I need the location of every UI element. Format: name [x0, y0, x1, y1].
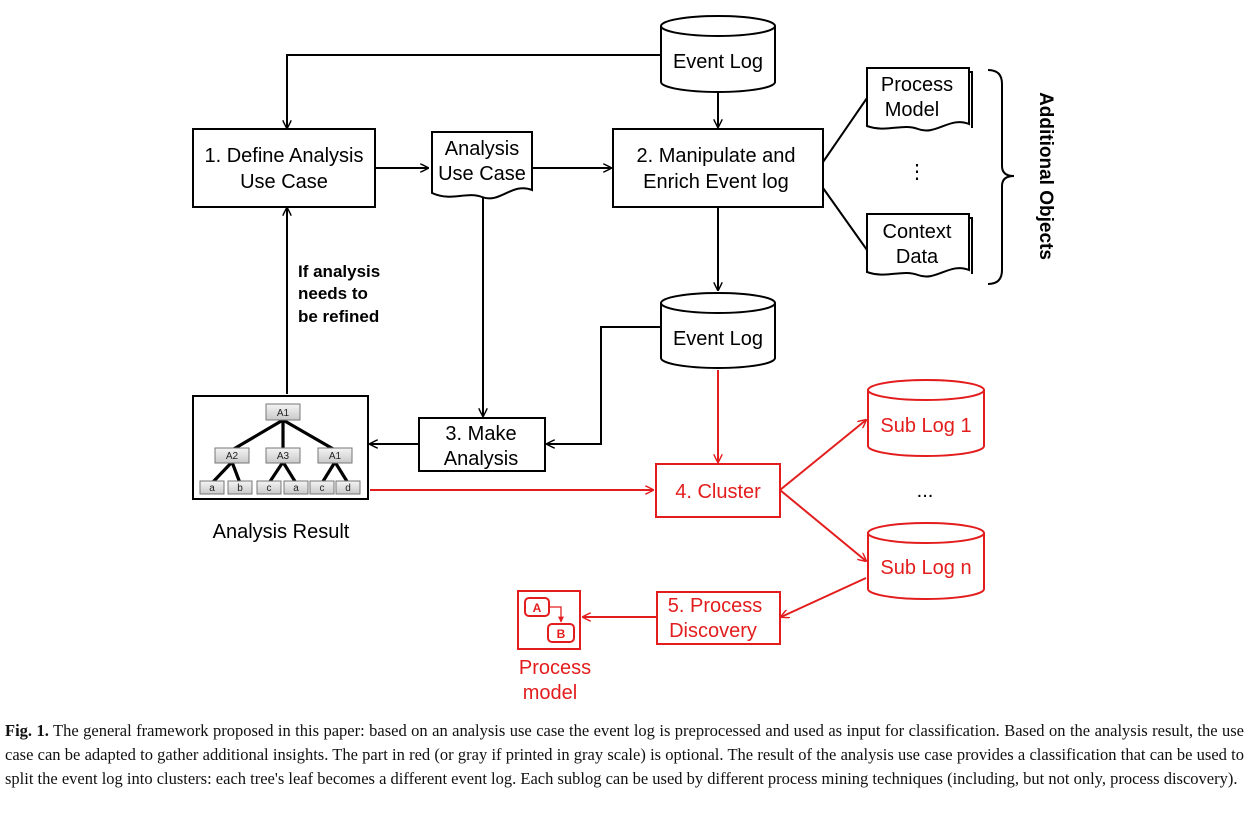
- use-case-doc-line1: Analysis: [445, 138, 519, 160]
- tree-child-1-label: A2: [226, 451, 239, 462]
- discovery-line2: Discovery: [669, 620, 757, 642]
- context-doc-line2: Data: [896, 246, 939, 268]
- figure-label: Fig. 1.: [5, 721, 49, 740]
- sub-log-n: Sub Log n: [867, 522, 985, 600]
- event-log-middle: Event Log: [660, 292, 776, 369]
- make-analysis-box: 3. Make Analysis: [418, 417, 546, 472]
- process-model-label-line2: model: [523, 682, 577, 704]
- manipulate-enrich-box: 2. Manipulate and Enrich Event log: [612, 128, 824, 208]
- tree-leaf-6: d: [345, 483, 351, 494]
- optional-connectors: [370, 370, 866, 617]
- additional-objects-label: Additional Objects: [1035, 92, 1056, 260]
- tree-leaf-5: c: [320, 483, 325, 494]
- process-model-label-line1: Process: [519, 657, 591, 679]
- manipulate-box-line1: 2. Manipulate and: [636, 145, 795, 167]
- process-model-doc: Process Model: [866, 67, 973, 132]
- arrow-sublogn-to-discovery: [781, 577, 867, 617]
- sub-log-ellipsis: ...: [917, 480, 934, 502]
- line-processmodel-to-manipulate: [822, 97, 868, 163]
- tree-leaf-4: a: [293, 483, 299, 494]
- figure-caption: Fig. 1. The general framework proposed i…: [5, 719, 1244, 791]
- arrow-eventlog-to-make-analysis: [547, 326, 661, 444]
- analysis-use-case-doc: Analysis Use Case: [431, 131, 533, 200]
- tree-edges: [210, 418, 350, 485]
- refine-label-line3: be refined: [298, 307, 379, 326]
- process-model-icon: A B: [517, 590, 581, 650]
- arrow-cluster-to-sublogn: [779, 489, 866, 561]
- define-box-line1: 1. Define Analysis: [205, 145, 364, 167]
- tree-child-2-label: A3: [277, 451, 290, 462]
- tree-leaves: a b c a c d: [199, 480, 361, 495]
- tree-leaf-2: b: [237, 483, 243, 494]
- process-model-doc-line1: Process: [881, 74, 953, 96]
- model-icon-a: A: [533, 601, 542, 615]
- analysis-result-label: Analysis Result: [213, 521, 350, 543]
- cluster-box-label: 4. Cluster: [675, 481, 761, 503]
- additional-objects-ellipsis: ⋮: [907, 161, 927, 183]
- make-analysis-line2: Analysis: [444, 448, 518, 470]
- process-model-doc-line2: Model: [885, 99, 939, 121]
- make-analysis-line1: 3. Make: [445, 423, 516, 445]
- use-case-doc-line2: Use Case: [438, 163, 526, 185]
- event-log-top: Event Log: [660, 15, 776, 93]
- caption-text: The general framework proposed in this p…: [5, 721, 1245, 788]
- connectors: [287, 54, 1015, 444]
- tree-leaf-3: c: [267, 483, 272, 494]
- tree-root-label: A1: [277, 408, 290, 419]
- tree-child-3-label: A1: [329, 451, 342, 462]
- arrow-eventlog-to-define: [287, 54, 661, 128]
- sub-log-1: Sub Log 1: [867, 379, 985, 457]
- event-log-mid-label: Event Log: [673, 328, 763, 350]
- define-analysis-box: 1. Define Analysis Use Case: [192, 128, 376, 208]
- context-data-doc: Context Data: [866, 213, 973, 278]
- define-box-line2: Use Case: [240, 171, 328, 193]
- refine-label: If analysis needs to be refined: [298, 262, 380, 326]
- discovery-line1: 5. Process: [668, 595, 762, 617]
- line-context-to-manipulate: [822, 187, 868, 251]
- framework-diagram: Event Log 1. Define Analysis Use Case An…: [192, 15, 1056, 704]
- arrow-cluster-to-sublog1: [779, 420, 866, 491]
- event-log-top-label: Event Log: [673, 51, 763, 73]
- sub-log-n-label: Sub Log n: [880, 557, 971, 579]
- process-discovery-box: 5. Process Discovery: [656, 591, 781, 645]
- tree-leaf-1: a: [209, 483, 215, 494]
- manipulate-box-line2: Enrich Event log: [643, 171, 789, 193]
- cluster-box: 4. Cluster: [655, 463, 781, 518]
- model-icon-b: B: [557, 627, 566, 641]
- additional-objects-bracket: [987, 69, 1015, 285]
- refine-label-line1: If analysis: [298, 262, 380, 281]
- refine-label-line2: needs to: [298, 284, 368, 303]
- sub-log-1-label: Sub Log 1: [880, 415, 971, 437]
- context-doc-line1: Context: [883, 221, 952, 243]
- analysis-result-tree: A1 A2 A3 A1 a b c a c d: [192, 395, 369, 500]
